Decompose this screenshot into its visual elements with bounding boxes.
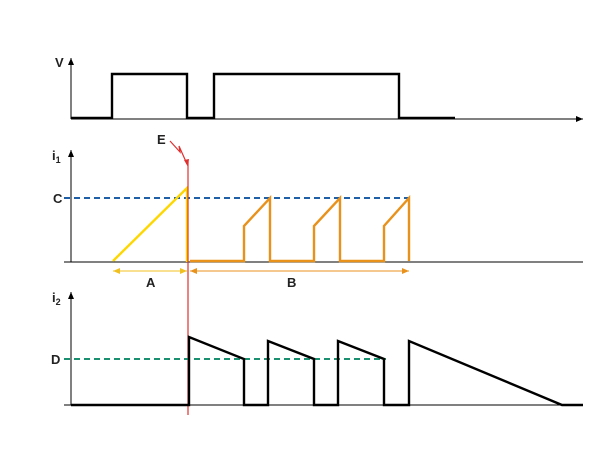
lightning-arrow-icon <box>169 140 188 165</box>
i2-waveform <box>71 335 583 407</box>
interval-a-label: A <box>146 275 156 290</box>
i1-axis-label: i1 <box>52 148 61 165</box>
event-label: E <box>157 132 166 147</box>
charge-ramp <box>112 185 189 262</box>
interval-b-label: B <box>287 275 296 290</box>
i1-pulse-train <box>190 194 411 263</box>
level-c-label: C <box>53 191 63 206</box>
i2-axis-label: i2 <box>52 290 61 307</box>
v-axis-label: V <box>55 55 64 70</box>
level-d-label: D <box>51 352 60 367</box>
lightning-arrow-head <box>184 159 189 167</box>
voltage-waveform <box>71 72 455 120</box>
